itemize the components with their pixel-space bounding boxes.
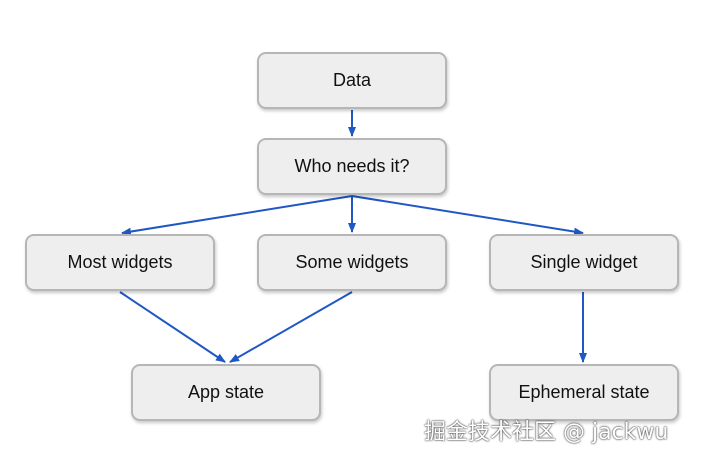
node-app-state: App state — [131, 364, 321, 421]
edge-who-to-single — [351, 195, 584, 236]
node-some-widgets-label: Some widgets — [295, 252, 409, 272]
node-data-label: Data — [332, 70, 372, 90]
watermark: 掘金技术社区 @ jackwu — [424, 420, 669, 445]
node-ephemeral-state-label: Ephemeral state — [518, 382, 650, 402]
node-most-widgets: Most widgets — [25, 234, 215, 291]
node-app-state-label: App state — [187, 382, 265, 402]
edge-most-to-app — [119, 291, 226, 363]
edge-some-to-app — [229, 291, 353, 363]
node-most-widgets-label: Most widgets — [67, 252, 173, 272]
node-some-widgets: Some widgets — [257, 234, 447, 291]
node-data: Data — [257, 52, 447, 109]
node-single-widget-label: Single widget — [530, 252, 638, 272]
node-ephemeral-state: Ephemeral state — [489, 364, 679, 421]
node-single-widget: Single widget — [489, 234, 679, 291]
node-who-needs-it: Who needs it? — [257, 138, 447, 195]
edge-who-to-most — [121, 195, 353, 236]
node-who-needs-it-label: Who needs it? — [294, 156, 410, 176]
